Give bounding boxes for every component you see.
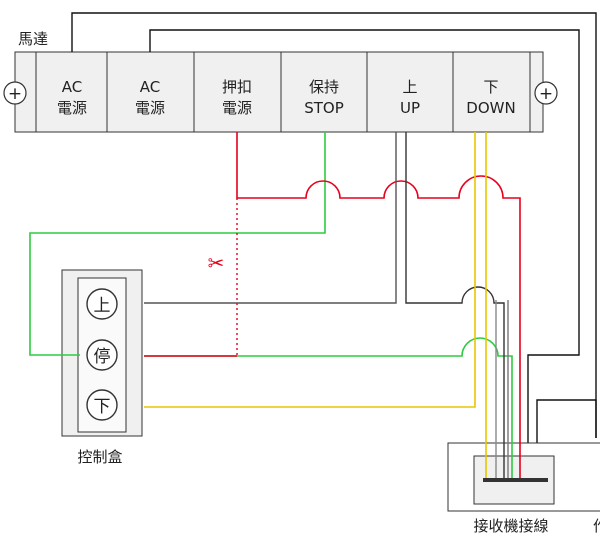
scissors-icon: ✂ — [208, 251, 225, 275]
screw-right-icon — [534, 81, 558, 105]
terminal-ac2-line1: AC — [140, 78, 160, 96]
up-wires — [144, 132, 505, 478]
screw-left-icon — [3, 81, 27, 105]
control-box: 上 停 下 控制盒 — [61, 269, 143, 466]
terminal-stop-line1: 保持 — [309, 78, 339, 96]
motor-title: 馬達 — [18, 30, 48, 48]
button-power-wire-red — [144, 132, 521, 478]
receiver-extra-wires — [495, 300, 509, 478]
control-stop-button[interactable] — [86, 339, 118, 371]
motor-panel: + + AC 電源 AC 電源 押扣 電源 保持 STOP 上 UP 下 DOW… — [3, 51, 558, 133]
receiver-title: 接收機接線 — [473, 517, 548, 535]
terminal-down-line2: DOWN — [466, 99, 515, 117]
control-down-button[interactable] — [86, 389, 118, 421]
receiver-extra-label: 作 — [593, 517, 600, 535]
ac-wire-1-drop — [536, 399, 597, 478]
control-down-label: 下 — [94, 397, 111, 417]
stop-wire-green — [29, 132, 513, 478]
terminal-ac1-line1: AC — [62, 78, 82, 96]
ac-wire-1 — [71, 12, 597, 438]
terminal-ac2-line2: 電源 — [135, 99, 165, 117]
ac-power-wires — [71, 12, 597, 478]
control-up-button[interactable] — [86, 288, 118, 320]
control-stop-label: 停 — [94, 347, 111, 367]
down-wires-yellow — [144, 132, 487, 478]
terminal-button-power-line2: 電源 — [222, 99, 252, 117]
terminal-button-power-line1: 押扣 — [222, 78, 252, 96]
receiver: 接收機接線 作 — [447, 442, 600, 535]
motor-panel-body — [14, 51, 544, 133]
terminal-ac1-line2: 電源 — [57, 99, 87, 117]
terminal-up-line1: 上 — [402, 78, 417, 96]
terminal-down-line1: 下 — [483, 78, 498, 96]
terminal-up-line2: UP — [400, 99, 420, 117]
screw-right-label: + — [539, 84, 553, 104]
control-up-label: 上 — [94, 296, 111, 316]
screw-left-label: + — [8, 84, 22, 104]
terminal-stop-line2: STOP — [304, 99, 344, 117]
control-box-title: 控制盒 — [77, 448, 122, 466]
ac-wire-2 — [149, 29, 580, 478]
